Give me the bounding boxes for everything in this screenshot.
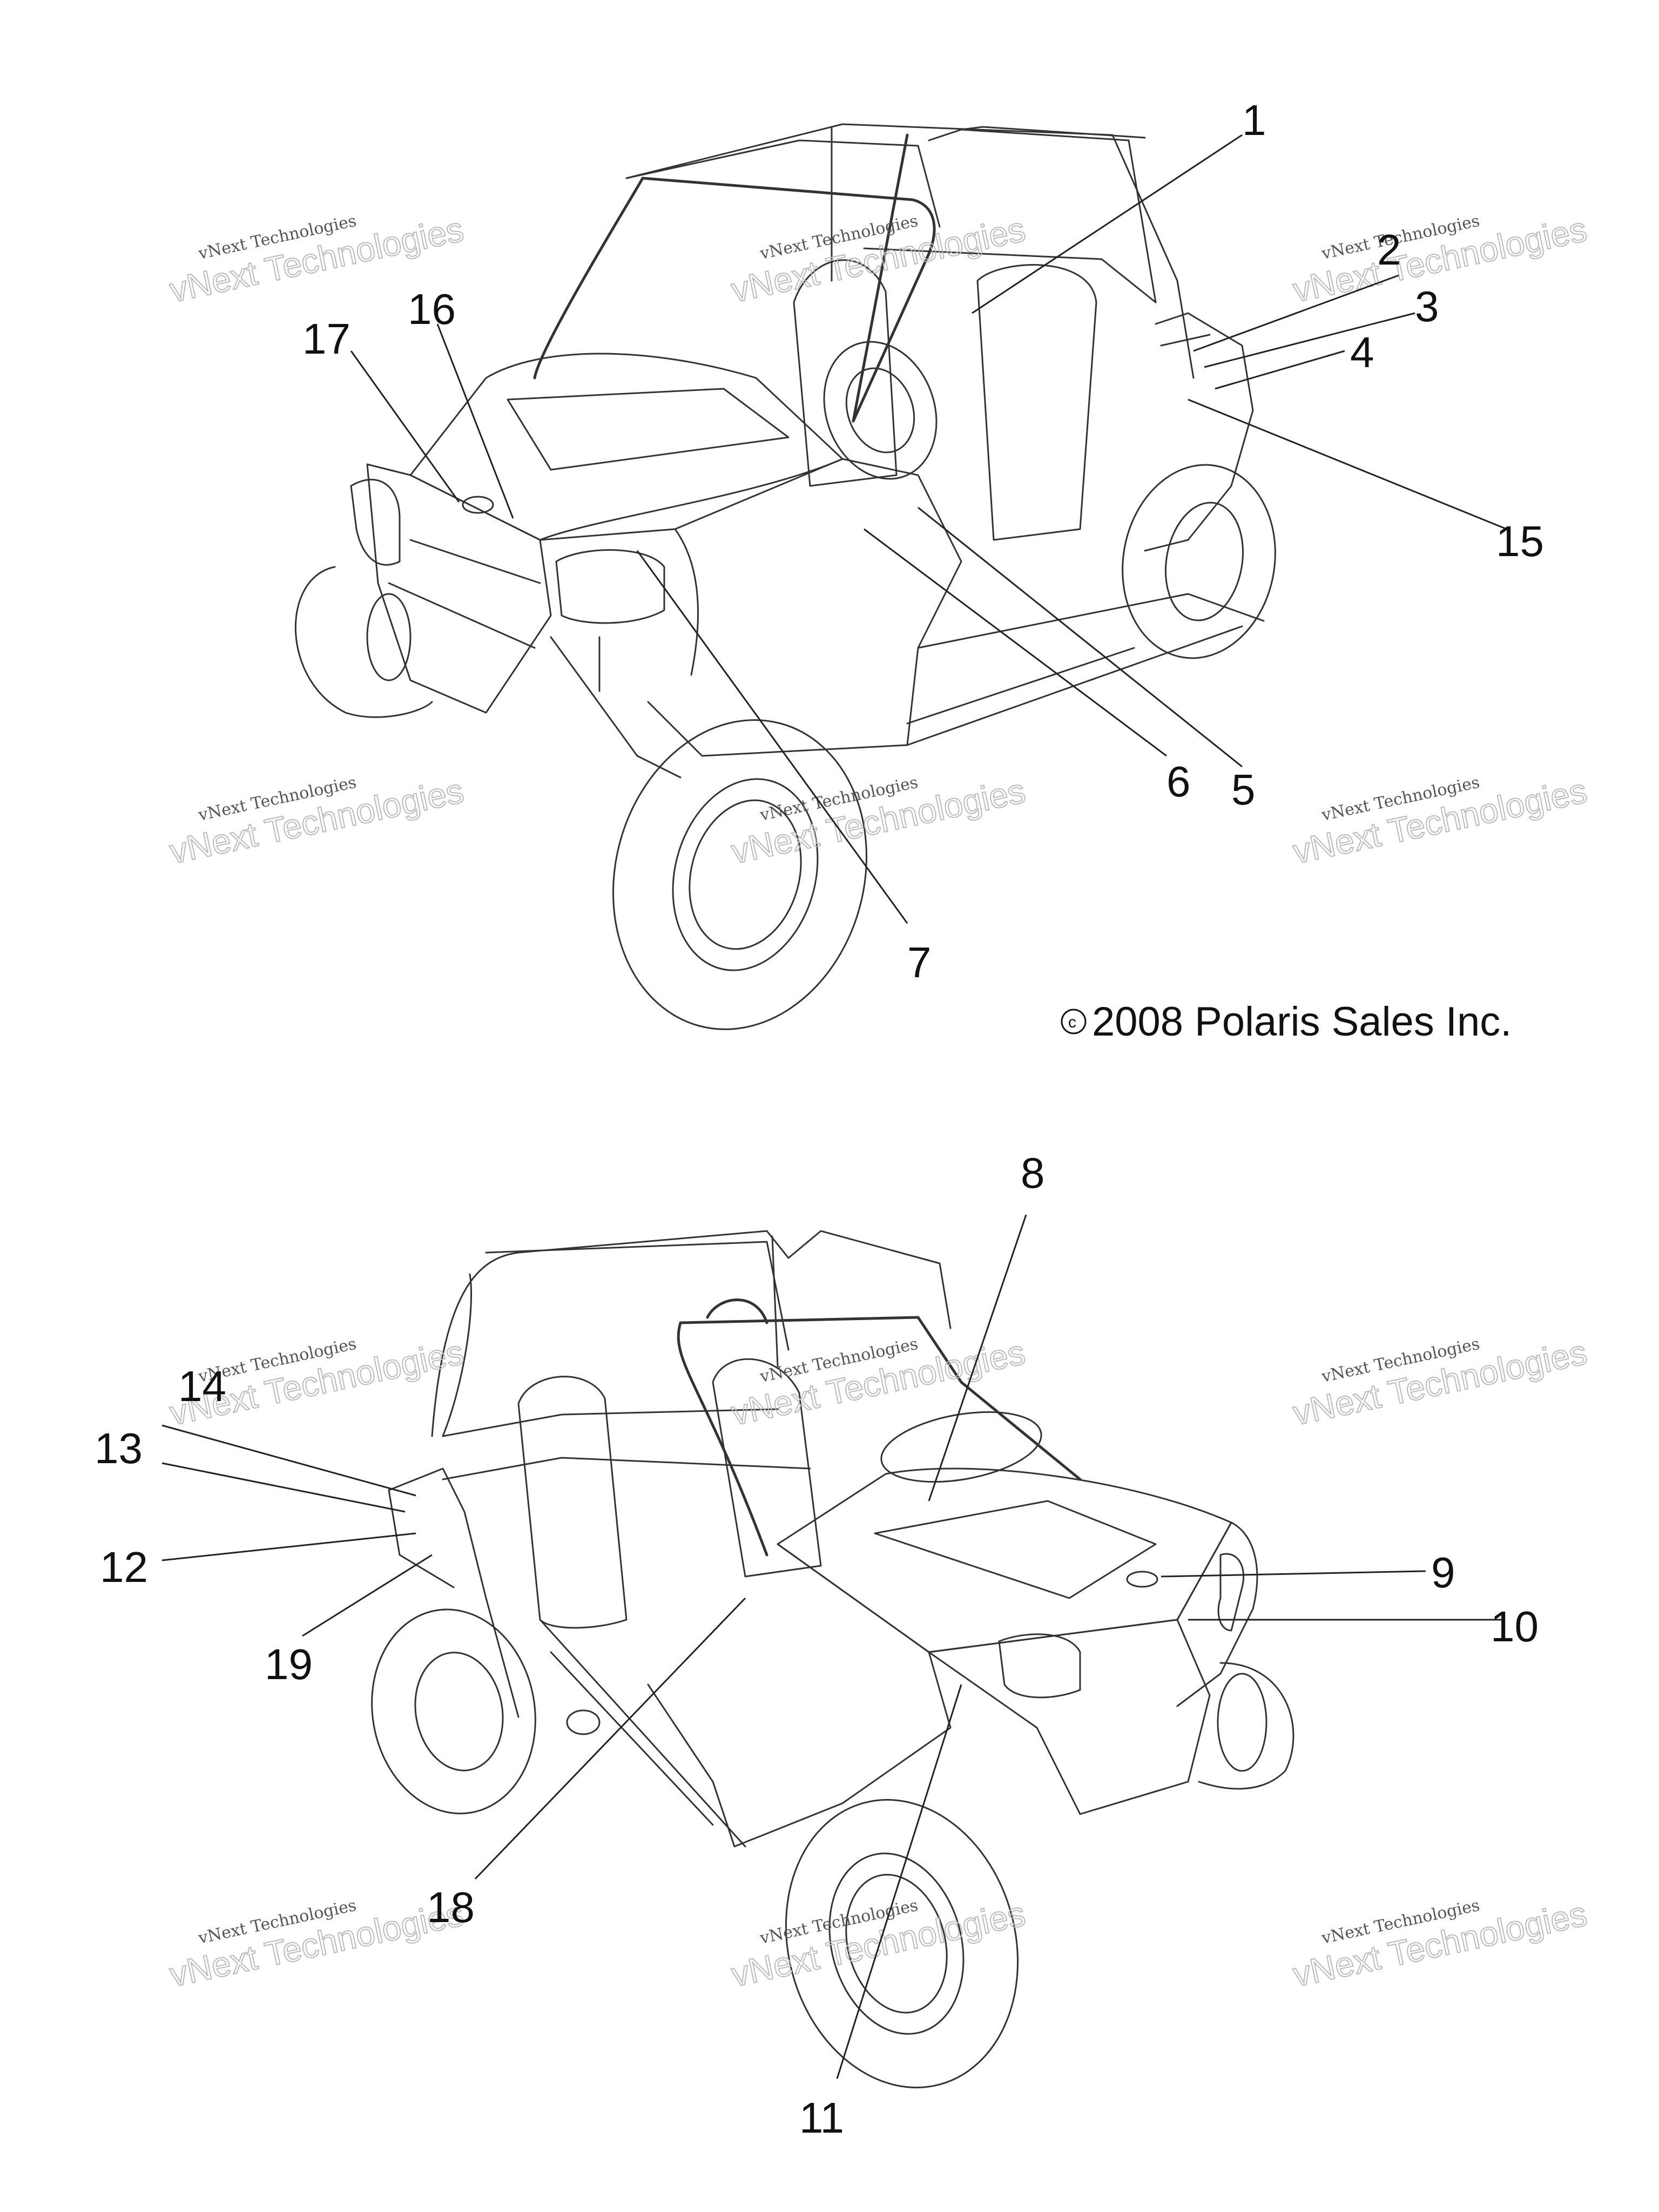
leader-lines	[161, 134, 1507, 2079]
vehicle-bottom-illustration	[371, 1230, 1294, 2088]
callout-11: 11	[799, 2094, 844, 2142]
callout-2: 2	[1377, 226, 1401, 274]
vehicle-top-illustration	[294, 123, 1276, 1030]
copyright-symbol-icon	[1061, 1009, 1087, 1034]
callout-19: 19	[265, 1640, 313, 1688]
callout-17: 17	[302, 315, 350, 363]
watermark-6: vNext Technologies vNext Technologies	[1289, 770, 1591, 872]
watermark-12: vNext Technologies vNext Technologies	[1289, 1893, 1591, 1995]
copyright-notice: c 2008 Polaris Sales Inc.	[1061, 999, 1512, 1045]
callout-14: 14	[178, 1362, 226, 1410]
callout-13: 13	[95, 1424, 143, 1472]
callout-5: 5	[1231, 766, 1256, 814]
callout-18: 18	[427, 1883, 475, 1931]
callout-3: 3	[1415, 282, 1439, 330]
callout-9: 9	[1431, 1548, 1455, 1597]
watermark-11: vNext Technologies vNext Technologies	[727, 1893, 1029, 1995]
watermark-4: vNext Technologies vNext Technologies	[166, 770, 468, 872]
callout-7: 7	[907, 938, 932, 986]
callout-1: 1	[1242, 96, 1266, 144]
watermark-10: vNext Technologies vNext Technologies	[166, 1893, 468, 1995]
watermark-5: vNext Technologies vNext Technologies	[727, 770, 1029, 872]
callout-6: 6	[1166, 757, 1191, 806]
callout-8: 8	[1021, 1149, 1045, 1197]
callout-12: 12	[100, 1543, 148, 1591]
copyright-text: 2008 Polaris Sales Inc.	[1092, 999, 1512, 1045]
svg-text:c: c	[1068, 1013, 1076, 1031]
watermark-9: vNext Technologies vNext Technologies	[1289, 1332, 1591, 1433]
callout-15: 15	[1496, 517, 1544, 565]
callout-16: 16	[408, 285, 456, 333]
watermark-3: vNext Technologies vNext Technologies	[1289, 209, 1591, 310]
callout-4: 4	[1350, 328, 1374, 376]
callout-10: 10	[1491, 1602, 1539, 1650]
callouts: 1 2 3 4 5 6 7 8 9 10 11 12 13 14 15 16 1…	[95, 96, 1544, 2142]
watermark-8: vNext Technologies vNext Technologies	[727, 1332, 1029, 1433]
